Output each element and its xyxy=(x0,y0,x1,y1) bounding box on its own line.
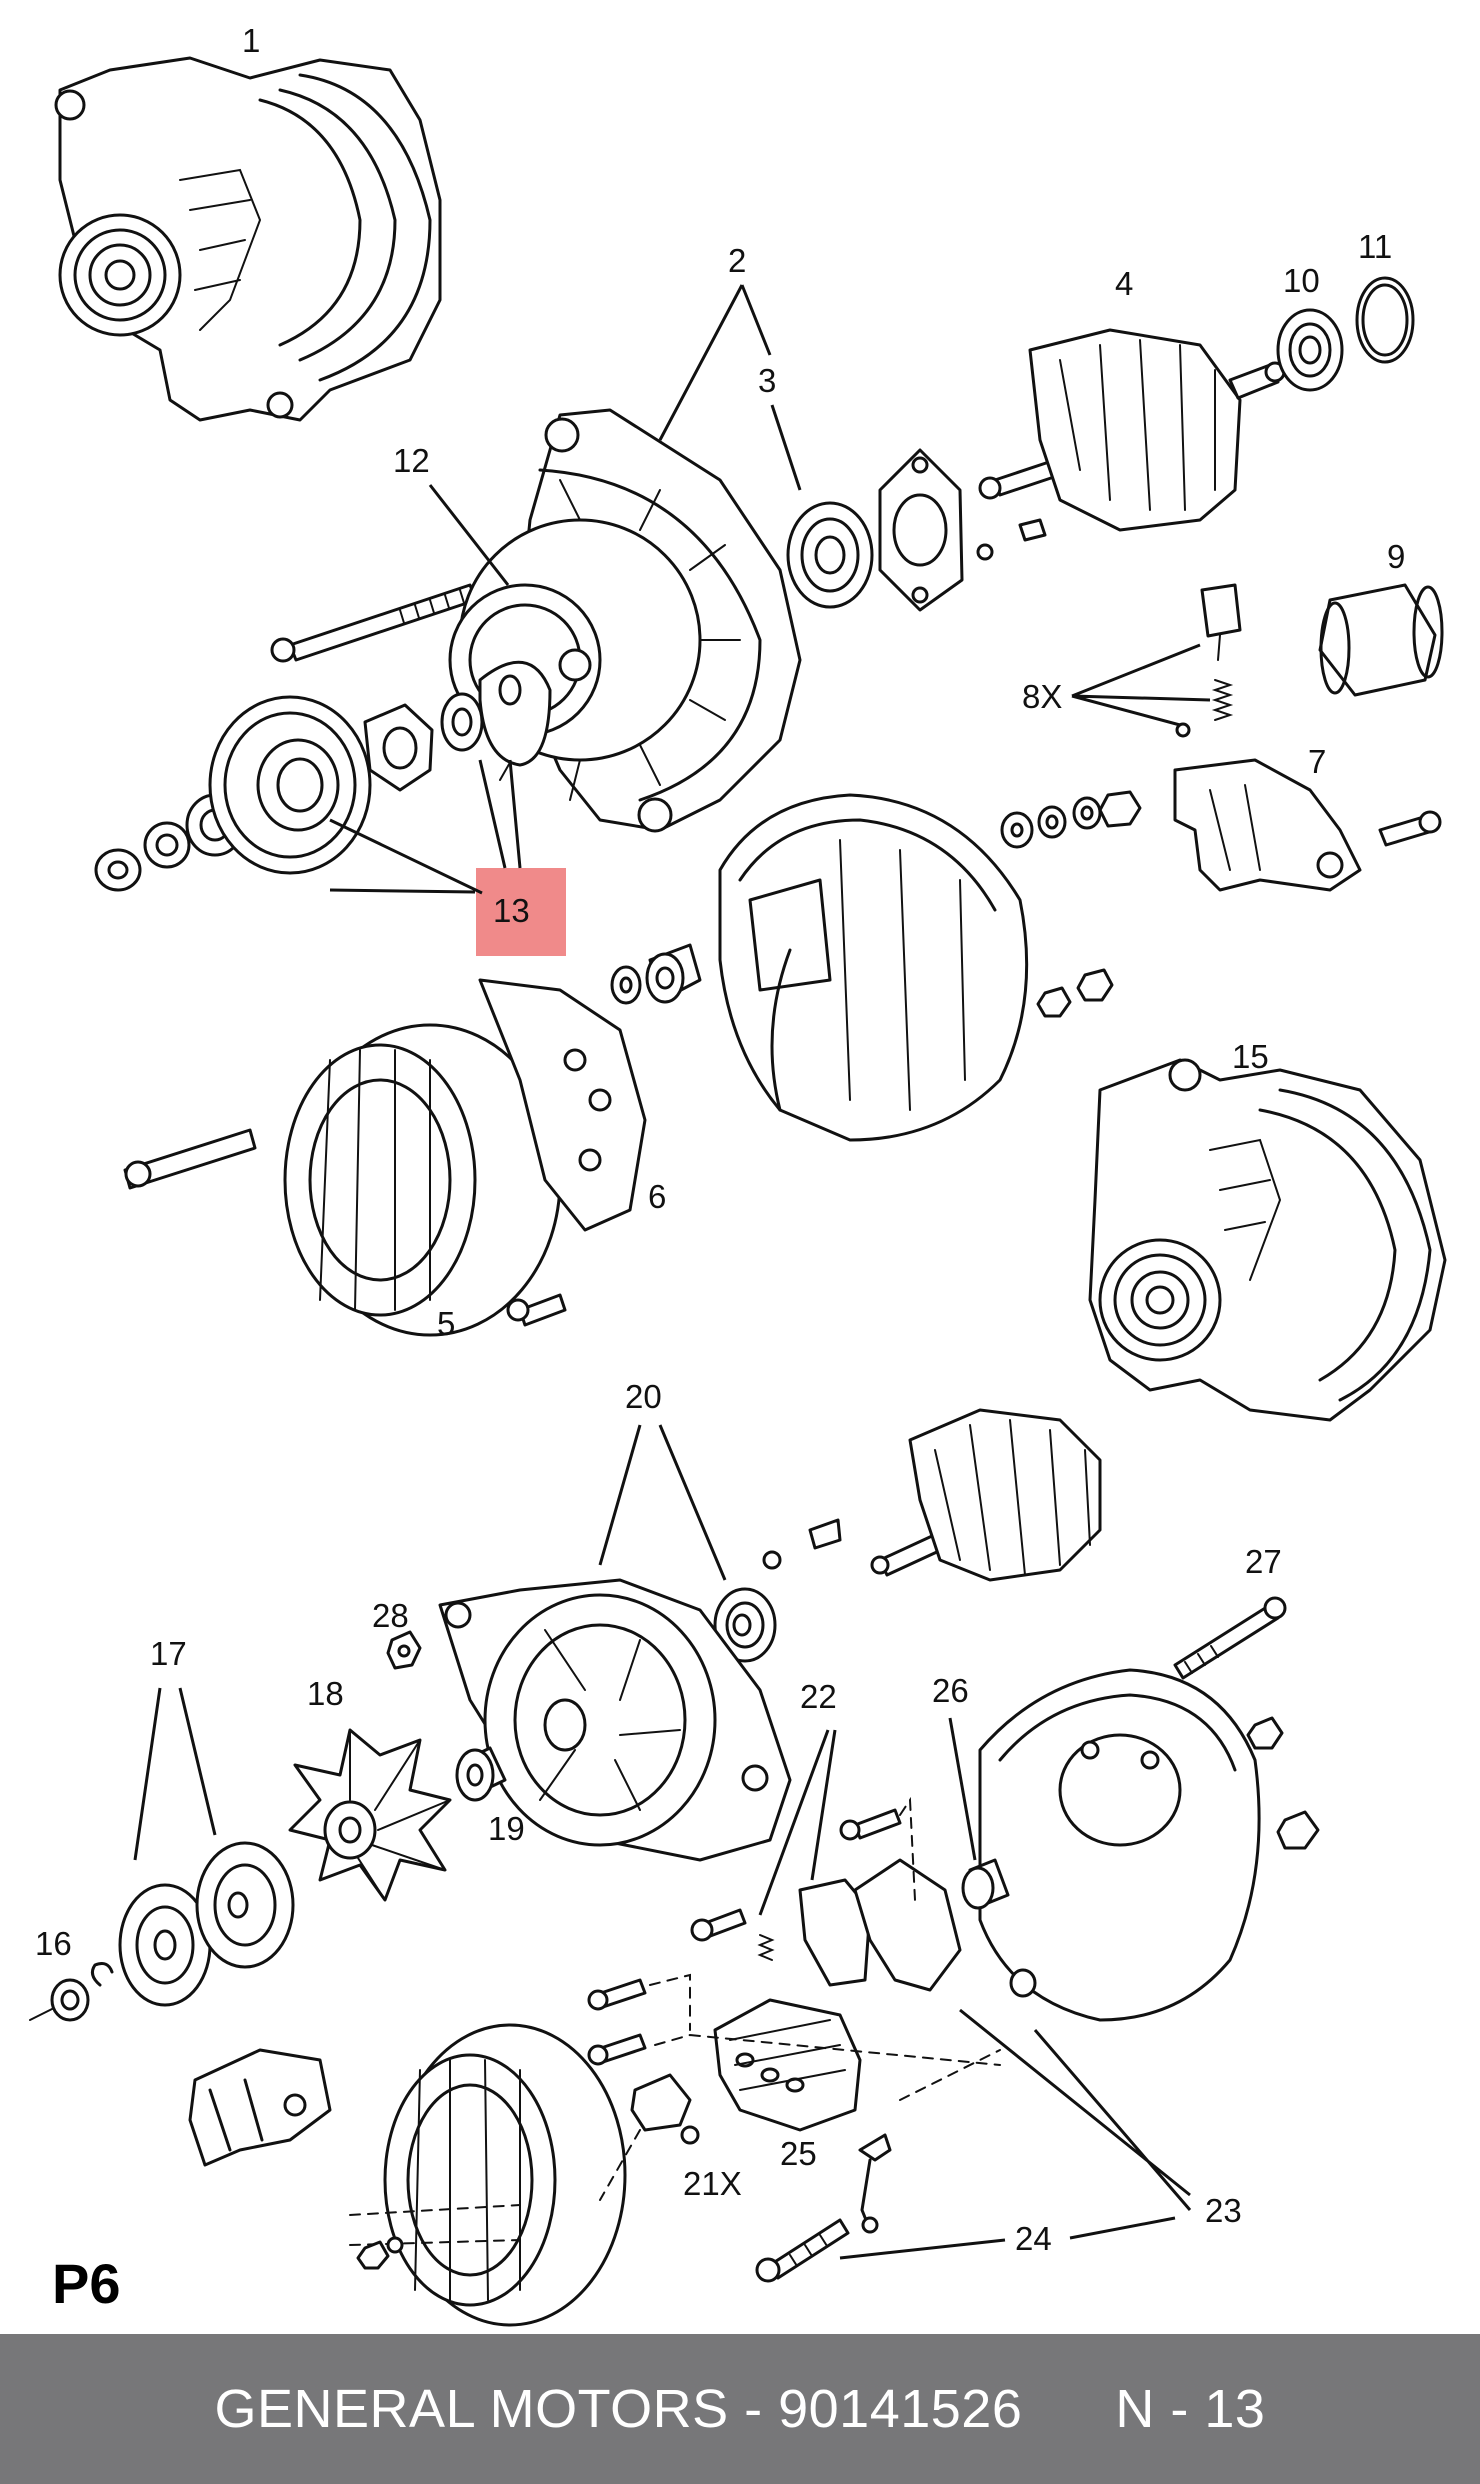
callout-22: 23 xyxy=(1205,2192,1242,2229)
callout-21: 22 xyxy=(800,1678,837,1715)
part-7-regulator xyxy=(1173,758,1442,892)
callout-20: 21X xyxy=(683,2165,742,2202)
part-20-connector xyxy=(587,1973,1001,2145)
through-bolt-top xyxy=(270,583,478,663)
slip-ring-end-housing-lower xyxy=(978,1668,1320,2022)
part-26-bolt xyxy=(1173,1596,1287,1680)
callout-7: 7 xyxy=(1308,743,1326,780)
part-19-rotor-bearing xyxy=(713,1408,1102,1663)
footer-gap xyxy=(1022,2378,1115,2440)
part-15-nut xyxy=(29,1962,114,2022)
callout-9: 9 xyxy=(1387,538,1405,575)
part-6-rectifier xyxy=(478,978,647,1232)
part-1-alternator xyxy=(54,56,442,422)
part-16-pulley xyxy=(118,1841,295,2007)
footer-ref: N - 13 xyxy=(1115,2379,1266,2439)
part-9-sleeve xyxy=(1318,583,1444,697)
callout-13: 13 xyxy=(493,892,530,929)
callout-5: 5 xyxy=(437,1305,455,1342)
part-5-stator xyxy=(123,1023,567,1337)
callout-3: 3 xyxy=(758,362,776,399)
drive-end-housing-lower xyxy=(438,1578,792,1862)
highlight-box-13 xyxy=(476,868,566,956)
callout-2: 2 xyxy=(728,242,746,279)
stator-lower xyxy=(349,2023,641,2327)
callout-16: 17 xyxy=(150,1635,187,1672)
part-28-bracket xyxy=(188,2048,332,2167)
part-11-ring xyxy=(1355,276,1415,364)
part-10-bearing xyxy=(1276,308,1344,392)
callout-11: 11 xyxy=(1358,228,1392,265)
part-2-drive-end-housing xyxy=(448,408,802,833)
collar-spacer xyxy=(610,943,702,1005)
footer-bar: GENERAL MOTORS - 90141526 N - 13 xyxy=(0,2334,1480,2484)
page-label: P6 xyxy=(52,2252,121,2315)
callout-24: 25 xyxy=(780,2135,817,2172)
part-22-terminal xyxy=(858,2049,1001,2234)
part-25-bushing xyxy=(961,1858,1037,1998)
footer-separator: - xyxy=(728,2379,779,2439)
callout-17: 18 xyxy=(307,1675,344,1712)
part-18-spacer xyxy=(455,1746,507,1802)
callout-10: 10 xyxy=(1283,262,1320,299)
callout-4: 4 xyxy=(1115,265,1133,302)
part-8-brush-spring xyxy=(1175,583,1242,738)
callout-1: 1 xyxy=(242,22,260,59)
footer-brand: GENERAL MOTORS xyxy=(214,2379,729,2439)
part-13-pulley-set xyxy=(94,660,552,892)
callout-26: 27 xyxy=(1245,1543,1282,1580)
part-24-rectifier xyxy=(713,1998,862,2132)
part-4-rotor xyxy=(978,328,1286,542)
part-14-alternator xyxy=(1088,1058,1447,1422)
callout-14: 15 xyxy=(1232,1038,1269,1075)
callout-6: 6 xyxy=(648,1178,666,1215)
callout-12: 12 xyxy=(393,442,430,479)
callout-25: 26 xyxy=(932,1672,969,1709)
callout-27: 28 xyxy=(372,1597,409,1634)
callout-23: 24 xyxy=(1015,2220,1052,2257)
diagram-drawing: 1 2 3 4 xyxy=(29,22,1447,2327)
part-27-nut xyxy=(386,1630,422,1670)
callout-19: 20 xyxy=(625,1378,662,1415)
washers-nuts-upper xyxy=(1000,790,1142,1018)
part-3-bearing xyxy=(786,448,964,612)
callout-8: 8X xyxy=(1022,678,1062,715)
part-17-fan xyxy=(288,1728,452,1902)
footer-part-number: 90141526 xyxy=(778,2379,1023,2439)
part-23-bolt xyxy=(755,2218,850,2283)
slip-ring-end-housing xyxy=(718,793,1029,1142)
callout-18: 19 xyxy=(488,1810,525,1847)
part-21-brush-holder xyxy=(690,1796,962,1992)
callout-15: 16 xyxy=(35,1925,72,1962)
exploded-diagram: 1 2 3 4 xyxy=(29,22,1447,2327)
